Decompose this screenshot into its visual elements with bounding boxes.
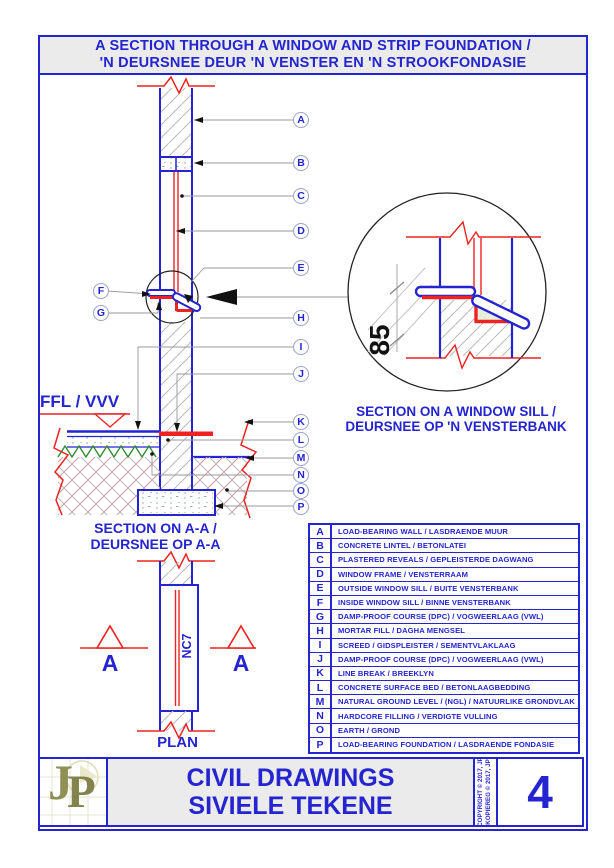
plan-label: PLAN: [157, 734, 198, 751]
section-aa-title: SECTION ON A-A / DEURSNEE OP A-A: [58, 520, 253, 552]
copyright-line2: KOPIEREG © 2017, JP: [484, 759, 491, 825]
copyright-line1: COPYRIGHT © 2017, JP: [476, 757, 484, 827]
legend-row: K LINE BREAK / BREEKLYN: [310, 666, 578, 682]
legend-text: EARTH / GROND: [338, 725, 401, 735]
callout-a: A: [293, 112, 309, 128]
legend-row: M NATURAL GROUND LEVEL / (NGL) / NATUURLI…: [310, 695, 578, 710]
legend-text: PLASTERED REVEALS / GEPLEISTERDE DAGWANG: [338, 555, 534, 565]
callout-n: N: [293, 467, 309, 483]
legend-row: J DAMP-PROOF COURSE (DPC) / VOGWEERLAAG (…: [310, 652, 578, 667]
plan-frame-label-nc7: NC7: [180, 633, 194, 659]
legend-text: DAMP-PROOF COURSE (DPC) / VOGWEERLAAG (V…: [338, 654, 544, 664]
legend-letter: F: [310, 595, 332, 610]
plan-marker-a-right: A: [232, 650, 250, 676]
legend-text: SCREED / GIDSPLEISTER / SEMENTVLAKLAAG: [338, 640, 516, 650]
legend-text: LOAD-BEARING FOUNDATION / LASDRAENDE FON…: [338, 740, 555, 750]
callout-f: F: [93, 283, 109, 299]
sheet-title-bar: A SECTION THROUGH A WINDOW AND STRIP FOU…: [40, 37, 586, 75]
company-logo: J P: [40, 759, 108, 825]
sill-detail-title-line2: DEURSNEE OP 'N VENSTERBANK: [345, 419, 567, 434]
legend-letter: I: [310, 638, 332, 652]
callout-b: B: [293, 155, 309, 171]
logo-letter-p: P: [67, 766, 96, 818]
legend-row: C PLASTERED REVEALS / GEPLEISTERDE DAGWAN…: [310, 553, 578, 568]
legend-text: NATURAL GROUND LEVEL / (NGL) / NATUURLIK…: [338, 697, 575, 707]
sill-detail-title-line1: SECTION ON A WINDOW SILL /: [356, 404, 556, 419]
legend-letter: K: [310, 666, 332, 681]
logo-background-sketch: [40, 759, 106, 825]
title-block: J P CIVIL DRAWINGS SIVIELE TEKENE COPYRI…: [38, 757, 584, 827]
legend-text: INSIDE WINDOW SILL / BINNE VENSTERBANK: [338, 598, 511, 608]
drawing-set-title-line2: SIVIELE TEKENE: [188, 792, 393, 820]
legend-letter: E: [310, 581, 332, 595]
legend-letter: P: [310, 737, 332, 752]
callout-d: D: [293, 223, 309, 239]
logo-letter-j: J: [48, 759, 73, 810]
legend-letter: C: [310, 553, 332, 567]
legend-letter: O: [310, 723, 332, 737]
copyright-cell: COPYRIGHT © 2017, JP KOPIEREG © 2017, JP: [473, 757, 498, 827]
legend-letter: B: [310, 539, 332, 553]
legend-text: WINDOW FRAME / VENSTERRAAM: [338, 569, 468, 579]
sheet-title-line2: 'N DEURSNEE DEUR 'N VENSTER EN 'N STROOK…: [99, 55, 527, 71]
legend-text: MORTAR FILL / DAGHA MENGSEL: [338, 626, 466, 636]
legend-text: LINE BREAK / BREEKLYN: [338, 668, 434, 678]
legend-row: G DAMP-PROOF COURSE (DPC) / VOGWEERLAAG (…: [310, 610, 578, 625]
legend-row: B CONCRETE LINTEL / BETONLATEI: [310, 539, 578, 554]
legend-letter: G: [310, 610, 332, 624]
legend-letter: H: [310, 624, 332, 638]
legend-text: LOAD-BEARING WALL / LASDRAENDE MUUR: [338, 527, 508, 537]
legend-row: L CONCRETE SURFACE BED / BETONLAAGBEDDING: [310, 681, 578, 696]
callout-e: E: [293, 260, 309, 276]
drawing-set-title-line1: CIVIL DRAWINGS: [186, 764, 395, 792]
legend-letter: N: [310, 709, 332, 723]
legend-letter: L: [310, 681, 332, 695]
callout-l: L: [293, 432, 309, 448]
legend-text: HARDCORE FILLING / VERDIGTE VULLING: [338, 711, 498, 721]
legend-row: A LOAD-BEARING WALL / LASDRAENDE MUUR: [310, 525, 578, 540]
callout-g: G: [93, 305, 109, 321]
callout-p: P: [293, 499, 309, 515]
sheet-number: 4: [527, 766, 553, 818]
sill-dimension-85: 85: [364, 324, 395, 356]
legend-text: DAMP-PROOF COURSE (DPC) / VOGWEERLAAG (V…: [338, 612, 544, 622]
callout-k: K: [293, 414, 309, 430]
legend-row: O EARTH / GROND: [310, 723, 578, 738]
legend-letter: D: [310, 567, 332, 581]
legend-letter: M: [310, 695, 332, 709]
legend-row: I SCREED / GIDSPLEISTER / SEMENTVLAKLAAG: [310, 638, 578, 653]
callout-c: C: [293, 188, 309, 204]
legend-letter: A: [310, 525, 332, 539]
sheet-title-line1: A SECTION THROUGH A WINDOW AND STRIP FOU…: [95, 38, 531, 54]
legend-row: P LOAD-BEARING FOUNDATION / LASDRAENDE FO…: [310, 737, 578, 752]
legend-row: D WINDOW FRAME / VENSTERRAAM: [310, 567, 578, 582]
callout-o: O: [293, 483, 309, 499]
callout-m: M: [293, 450, 309, 466]
ffl-label: FFL / VVV: [40, 392, 120, 411]
legend-row: E OUTSIDE WINDOW SILL / BUITE VENSTERBANK: [310, 581, 578, 596]
copyright-text: COPYRIGHT © 2017, JP KOPIEREG © 2017, JP: [477, 757, 495, 827]
legend-text: OUTSIDE WINDOW SILL / BUITE VENSTERBANK: [338, 583, 519, 593]
legend-text: CONCRETE SURFACE BED / BETONLAAGBEDDING: [338, 683, 531, 693]
legend-letter: J: [310, 652, 332, 666]
legend-row: F INSIDE WINDOW SILL / BINNE VENSTERBANK: [310, 595, 578, 611]
legend-row: H MORTAR FILL / DAGHA MENGSEL: [310, 624, 578, 639]
legend-text: CONCRETE LINTEL / BETONLATEI: [338, 541, 467, 551]
section-aa-title-line2: DEURSNEE OP A-A: [90, 535, 221, 552]
callout-j: J: [293, 366, 309, 382]
callout-i: I: [293, 339, 309, 355]
sheet-number-cell: 4: [498, 759, 582, 825]
legend-row: N HARDCORE FILLING / VERDIGTE VULLING: [310, 709, 578, 724]
plan-marker-a-left: A: [101, 650, 119, 676]
sill-detail-title: SECTION ON A WINDOW SILL / DEURSNEE OP '…: [330, 404, 582, 434]
drawing-set-title: CIVIL DRAWINGS SIVIELE TEKENE: [108, 759, 473, 825]
section-aa-title-line1: SECTION ON A-A /: [94, 520, 217, 536]
callout-h: H: [293, 310, 309, 326]
